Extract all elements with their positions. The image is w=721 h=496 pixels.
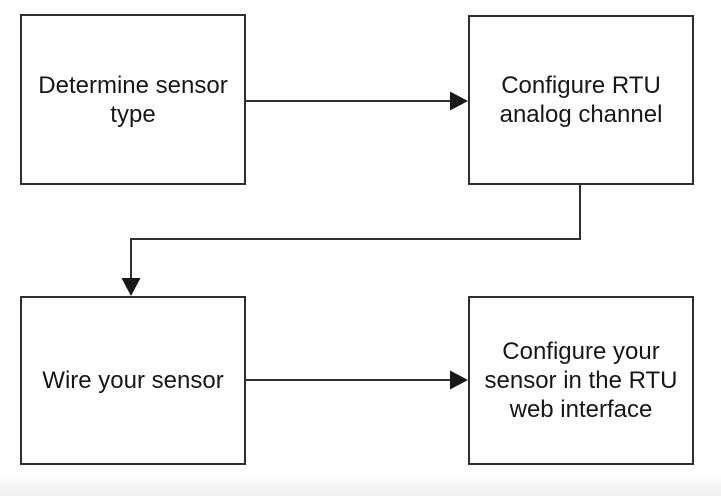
page-bottom-edge: [0, 474, 721, 496]
flowchart-node-configure-sensor-web-interface: Configure your sensor in the RTU web int…: [468, 296, 694, 465]
edge-wire-to-configure-web: [246, 370, 468, 390]
flowchart-node-wire-your-sensor: Wire your sensor: [20, 296, 246, 465]
flowchart-node-determine-sensor-type: Determine sensor type: [20, 14, 246, 185]
flowchart-node-configure-rtu-analog-channel: Configure RTU analog channel: [468, 15, 694, 185]
edge-configure-channel-to-wire: [121, 185, 581, 296]
edge-line: [130, 185, 581, 280]
arrowhead-down-icon: [121, 278, 141, 296]
arrowhead-right-icon: [450, 91, 468, 111]
edge-determine-to-configure-channel: [246, 91, 468, 111]
arrowhead-right-icon: [450, 370, 468, 390]
